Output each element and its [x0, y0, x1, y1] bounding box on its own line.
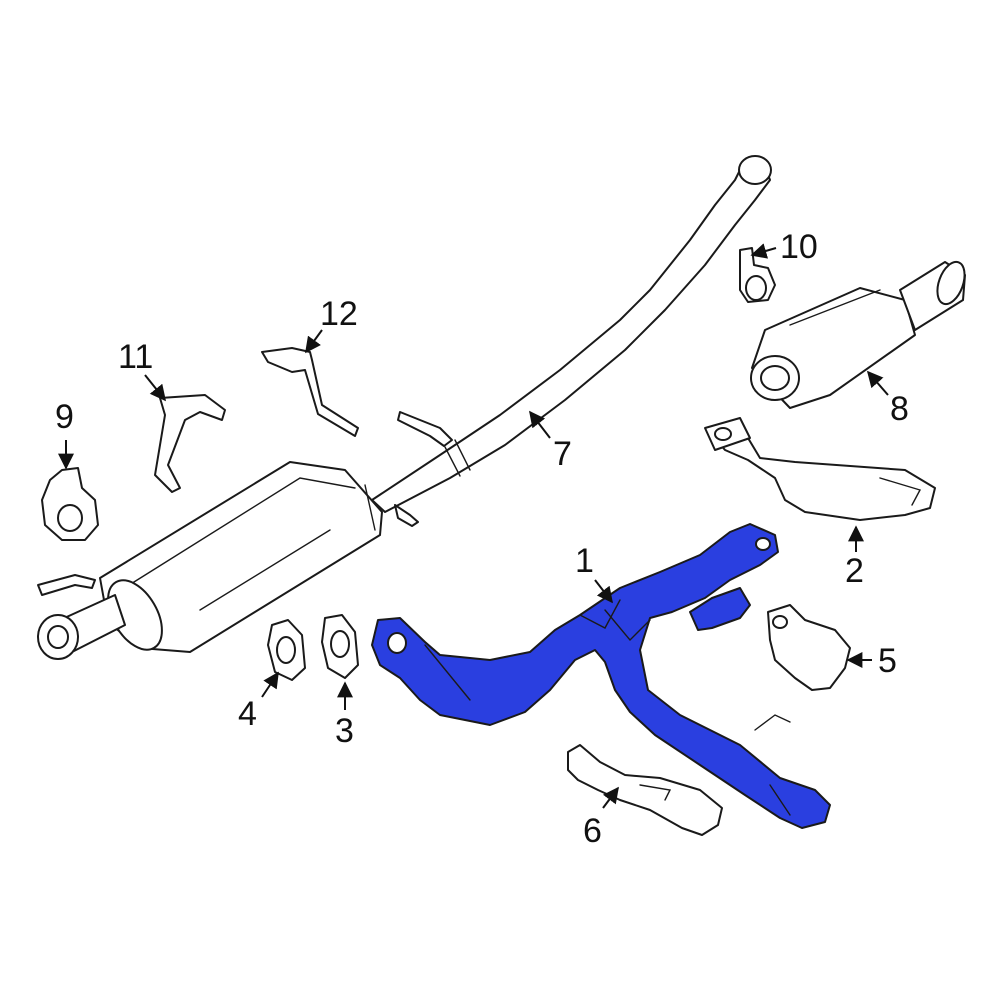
gasket-part-3[interactable] [321, 614, 359, 679]
callout-11-label: 11 [118, 338, 153, 376]
callout-5-label: 5 [878, 642, 897, 680]
bracket-part-5[interactable] [767, 604, 851, 691]
catalytic-converter-part-2[interactable] [704, 417, 936, 521]
callout-9-label: 9 [55, 398, 74, 436]
callout-12: 12 [305, 295, 358, 354]
callout-10: 10 [750, 228, 818, 266]
callout-2: 2 [845, 525, 864, 590]
resonator-part-8[interactable] [750, 258, 970, 409]
callout-6: 6 [583, 786, 619, 850]
callout-12-label: 12 [320, 295, 358, 333]
callout-2-label: 2 [845, 552, 864, 590]
callout-5: 5 [846, 642, 897, 680]
callout-6-label: 6 [583, 812, 602, 850]
callout-4: 4 [238, 671, 279, 733]
callout-8: 8 [866, 370, 909, 428]
hanger-part-11[interactable] [154, 394, 226, 493]
intermediate-pipe-part-7[interactable] [371, 155, 772, 527]
gasket-part-4[interactable] [267, 619, 306, 681]
heat-shield-part-6[interactable] [567, 744, 723, 836]
callout-11: 11 [118, 338, 166, 402]
callout-3-label: 3 [335, 712, 354, 750]
callout-10-label: 10 [780, 228, 818, 266]
rear-muffler[interactable] [37, 461, 383, 660]
hanger-part-12[interactable] [261, 347, 359, 437]
callout-7: 7 [529, 410, 572, 473]
insulator-part-9[interactable] [41, 467, 99, 541]
callout-1: 1 [575, 542, 613, 604]
insulator-part-10[interactable] [739, 247, 776, 303]
callout-8-label: 8 [890, 390, 909, 428]
callout-3: 3 [335, 681, 354, 750]
callout-1-label: 1 [575, 542, 594, 580]
callout-9: 9 [55, 398, 74, 470]
callout-7-label: 7 [553, 435, 572, 473]
callout-4-label: 4 [238, 695, 257, 733]
